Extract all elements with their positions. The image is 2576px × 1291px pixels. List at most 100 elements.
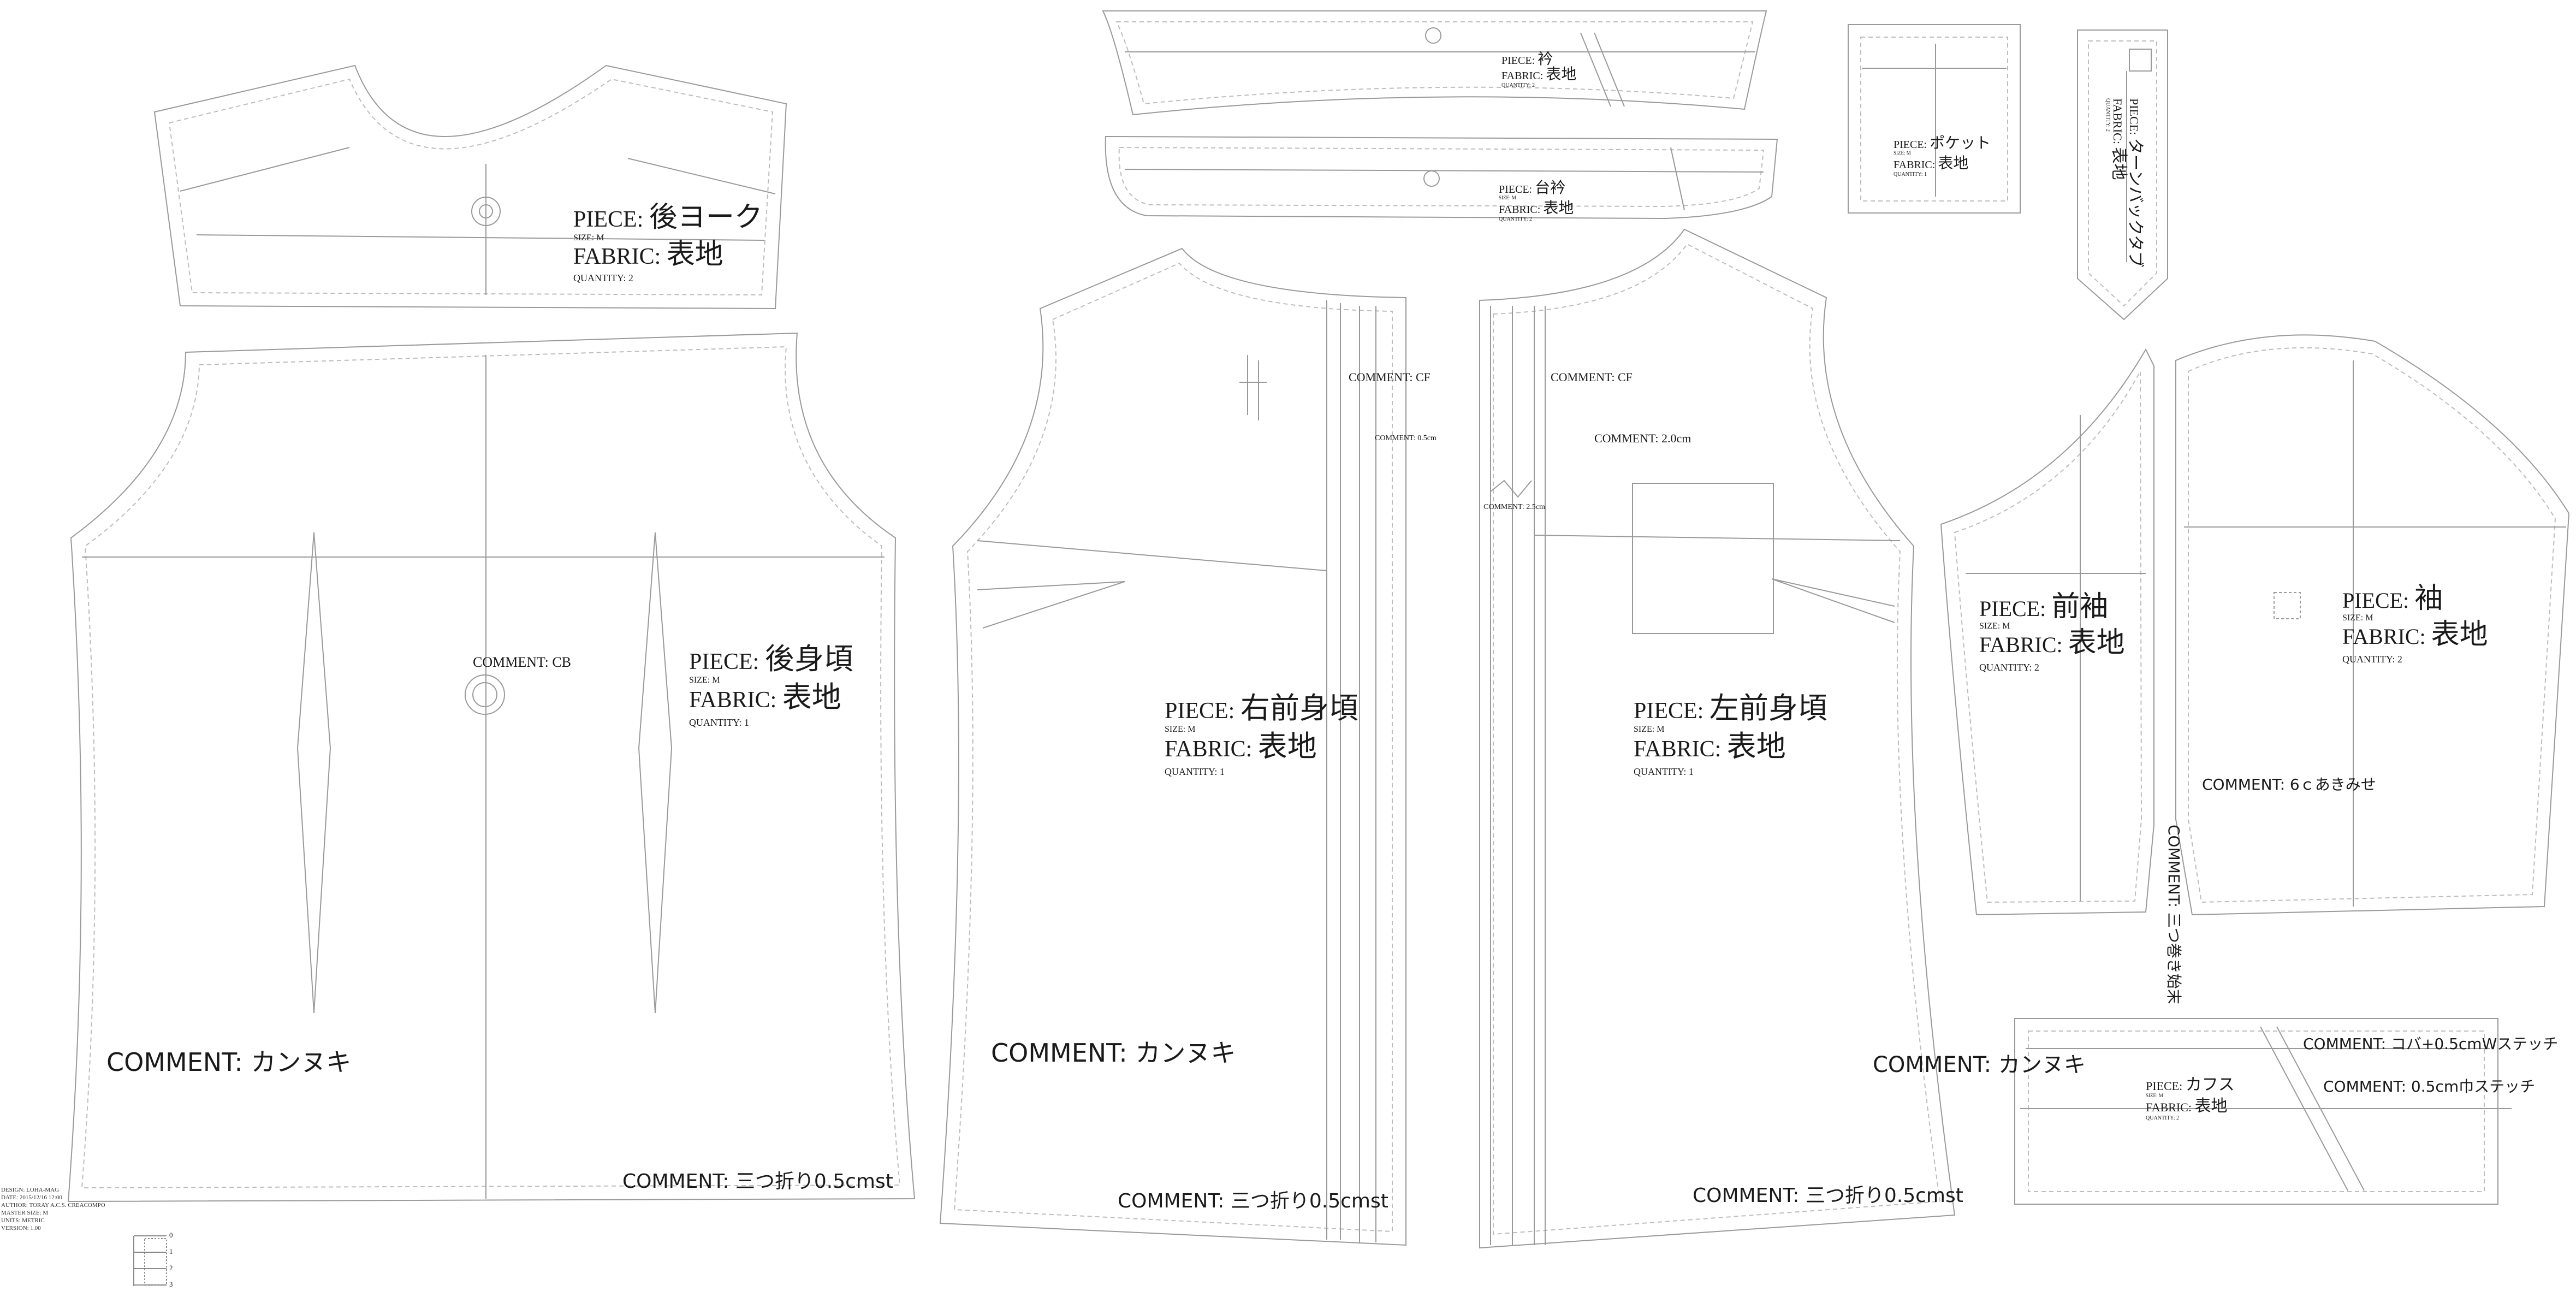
- seam-line: [2088, 40, 2157, 307]
- quantity-text: QUANTITY: 2: [2146, 1115, 2180, 1121]
- piece-collar-stand: [1105, 135, 1778, 220]
- collar-label: PIECE: 衿 FABRIC: 表地 QUANTITY: 2: [1501, 51, 1576, 88]
- comment-hem: COMMENT: 三つ折り0.5cmst: [1693, 1185, 1963, 1207]
- piece-outline: [2077, 29, 2168, 321]
- piece-pocket: [1848, 24, 2021, 214]
- quantity-text: QUANTITY: 1: [1165, 766, 1225, 777]
- fabric-prefix: FABRIC:: [1894, 159, 1936, 171]
- comment-20cm: COMMENT: 2.0cm: [1594, 431, 1691, 445]
- scale-label: 2: [169, 1264, 173, 1272]
- button-marker: [1425, 27, 1441, 44]
- info-date: DATE: 2015/12/16 12:00: [1, 1194, 62, 1201]
- comment-cb: COMMENT: CB: [473, 654, 572, 670]
- fabric-name: 表地: [1543, 199, 1574, 217]
- grain-mark: [2260, 1026, 2348, 1191]
- seam-line: [1954, 371, 2142, 903]
- piece-back-body: [67, 332, 916, 1203]
- comment-bartack: COMMENT: カンヌキ: [991, 1038, 1236, 1068]
- fabric-name: 表地: [666, 238, 723, 271]
- fabric-prefix: FABRIC:: [573, 244, 661, 269]
- fabric-prefix: FABRIC:: [2342, 624, 2426, 649]
- size-text: SIZE: M: [1979, 621, 2010, 631]
- collar-stand-label: PIECE: 台衿 SIZE: M FABRIC: 表地 QUANTITY: 2: [1499, 180, 1574, 222]
- piece-name: 左前身頃: [1709, 691, 1827, 725]
- fabric-name: 表地: [1257, 729, 1317, 763]
- quantity-text: QUANTITY: 2: [2342, 654, 2402, 665]
- size-text: SIZE: M: [1499, 195, 1516, 200]
- chest-line: [1534, 535, 1901, 541]
- comment-edge-stitch: COMMENT: コバ+0.5cmWステッチ: [2303, 1035, 2559, 1053]
- info-block: DESIGN: LOHA-MAG DATE: 2015/12/16 12:00 …: [1, 1186, 105, 1232]
- turn-back-tab-label: PIECE: ターンバックタブ FABRIC: 表地 QUANTITY: 2: [2105, 98, 2145, 268]
- info-design: DESIGN: LOHA-MAG: [1, 1187, 60, 1193]
- pocket-label: PIECE: ポケット SIZE: M FABRIC: 表地 QUANTITY:…: [1894, 135, 1991, 177]
- cuff-label: PIECE: カフス SIZE: M FABRIC: 表地 QUANTITY: …: [2146, 1077, 2235, 1121]
- fabric-name: 表地: [2194, 1097, 2228, 1116]
- left-front-label: PIECE: 左前身頃 SIZE: M FABRIC: 表地 QUANTITY:…: [1634, 694, 1827, 777]
- grain-mark: [1670, 147, 1685, 211]
- piece-name: 後ヨーク: [649, 201, 763, 234]
- piece-front-sleeve: [1940, 348, 2154, 916]
- chest-line: [977, 540, 1327, 571]
- piece-outline: [153, 64, 787, 310]
- piece-title: PIECE: 台衿: [1499, 180, 1574, 196]
- piece-title: PIECE: 右前身頃: [1165, 694, 1358, 723]
- quantity-text: QUANTITY: 2: [1979, 662, 2039, 673]
- fabric-prefix: FABRIC:: [2111, 98, 2124, 144]
- piece-prefix: PIECE:: [1894, 139, 1927, 151]
- button-marker: [1423, 170, 1440, 187]
- piece-sleeve: [2175, 334, 2570, 916]
- seam-line: [81, 346, 901, 1189]
- seam-line: [1118, 146, 1765, 208]
- size-text: SIZE: M: [1894, 150, 1911, 156]
- comment-opening: COMMENT: 6ｃあきみせ: [2202, 775, 2376, 793]
- comment-cf: COMMENT: CF: [1551, 370, 1633, 384]
- piece-title: PIECE: 左前身頃: [1634, 694, 1827, 723]
- button-marker: [471, 197, 501, 226]
- quantity-text: QUANTITY: 2: [2105, 98, 2111, 132]
- dart: [638, 532, 673, 1014]
- seam-line: [2188, 347, 2556, 903]
- size-text: SIZE: M: [689, 676, 720, 685]
- piece-name: 衿: [1538, 50, 1553, 68]
- piece-name: 袖: [2414, 582, 2443, 615]
- piece-right-front: [939, 247, 1406, 1246]
- scale-label: 1: [169, 1247, 173, 1256]
- fabric-title: FABRIC: 表地: [2146, 1098, 2235, 1115]
- fabric-title: FABRIC: 表地: [1501, 67, 1576, 82]
- piece-outline: [1848, 24, 2021, 214]
- piece-collar: [1102, 10, 1767, 116]
- piece-name: ポケット: [1930, 134, 1991, 152]
- size-text: SIZE: M: [1634, 725, 1665, 734]
- fabric-title: FABRIC: 表地: [1165, 732, 1358, 761]
- stand-line: [1124, 169, 1764, 173]
- fabric-name: 表地: [782, 680, 841, 714]
- scale-label: 3: [169, 1280, 173, 1288]
- seam-line: [1860, 37, 2008, 202]
- dart-line: [180, 147, 350, 192]
- notch-zigzag: [1490, 479, 1532, 498]
- info-units: UNITS: METRIC: [1, 1217, 45, 1224]
- button-marker: [479, 204, 493, 218]
- piece-title: PIECE: ポケット: [1894, 135, 1991, 151]
- fabric-title: FABRIC: 表地: [1499, 200, 1574, 216]
- seam-line: [168, 78, 774, 296]
- dart: [1771, 578, 1895, 623]
- piece-title: PIECE: ターンバックタブ: [2126, 98, 2145, 268]
- back-yoke-label: PIECE: 後ヨーク SIZE: M FABRIC: 表地 QUANTITY:…: [573, 203, 763, 283]
- seam-line: [1493, 243, 1941, 1235]
- fabric-prefix: FABRIC:: [689, 688, 777, 713]
- info-master-size: MASTER SIZE: M: [1, 1210, 49, 1216]
- piece-left-front: [1479, 228, 1956, 1249]
- piece-outline: [1940, 348, 2154, 916]
- button-hole-marker: [2129, 49, 2152, 72]
- info-version: VERSION: 1.00: [1, 1225, 41, 1231]
- piece-name: 前袖: [2051, 590, 2109, 623]
- piece-name: 後身頃: [764, 642, 853, 676]
- grain-mark: [2276, 1026, 2365, 1191]
- seam-line: [2028, 1031, 2485, 1192]
- comment-rolled-hem: COMMENT: 三つ巻き始末: [2165, 825, 2183, 1004]
- piece-title: PIECE: 後身頃: [689, 644, 853, 674]
- piece-title: PIECE: 衿: [1501, 51, 1576, 67]
- comment-cf: COMMENT: CF: [1349, 370, 1431, 384]
